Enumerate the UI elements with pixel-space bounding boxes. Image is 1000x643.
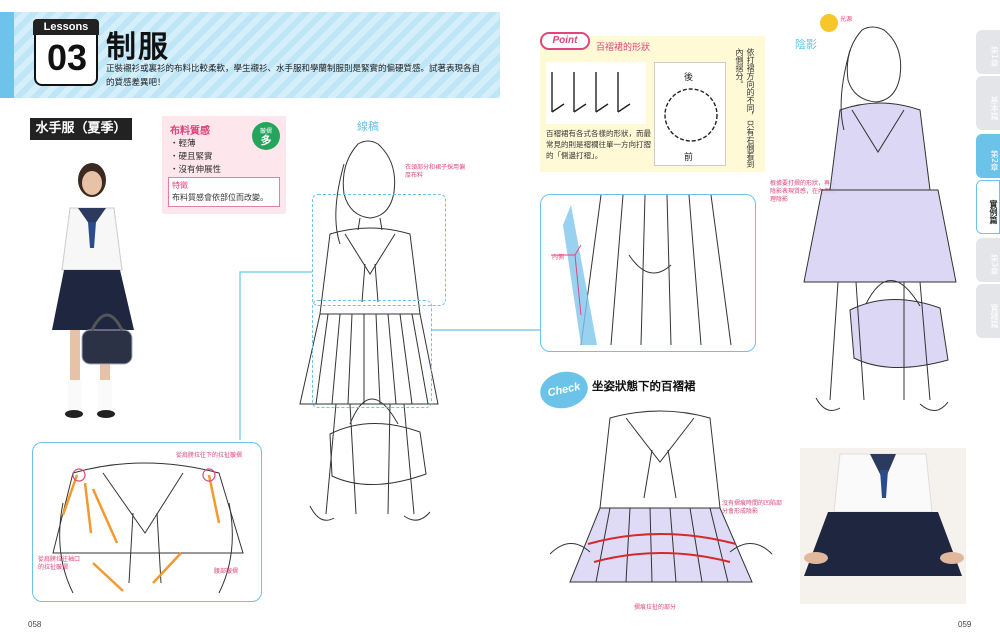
tab-examples[interactable]: 實例篇 (976, 180, 1000, 234)
student-photo (30, 150, 150, 428)
check-title: 坐姿狀態下的百褶裙 (592, 379, 696, 393)
feature-box (168, 177, 280, 207)
tab-basic[interactable]: 基本篇 (976, 76, 1000, 130)
light-source-icon (820, 14, 838, 32)
tab-practice[interactable]: 實踐篇 (976, 284, 1000, 338)
badge-top-text: 皺摺 (259, 128, 272, 135)
note-collar-pull: 從肩膀拉往袖口的拉扯皺摺 (38, 556, 81, 571)
texture-item: ・輕薄 (170, 139, 196, 149)
note-light-source: 光源 (840, 16, 853, 23)
texture-item: ・沒有伸展性 (170, 165, 222, 175)
texture-item: ・硬且緊實 (170, 152, 213, 162)
circle-back-label: 後 (684, 73, 694, 83)
intro-text: 正裝襯衫或裏衫的布料比較柔軟，學生襯衫、水手服和學蘭制服則是緊實的偏硬質感。試著… (106, 64, 481, 88)
note-shoulder-pull: 從肩膀拉往下的拉扯皺摺 (176, 452, 243, 459)
shaded-drawing (780, 20, 970, 440)
header-accent-bar (0, 12, 14, 98)
pleat-profile-diagram (546, 62, 646, 124)
tab-chapter-3[interactable]: 第3章 (976, 238, 1000, 282)
point-description: 百褶裙有各式各樣的形狀，而最常見的則是褶襉往單一方向打摺的「側邊打褶」。 (546, 129, 651, 160)
upper-body-highlight (312, 194, 446, 306)
point-tag: Point (540, 32, 590, 50)
lesson-number: 03 (46, 37, 88, 78)
note-inner-side: 內側 (552, 254, 565, 261)
circle-front-label: 前 (684, 153, 694, 163)
section-label: 水手服（夏季） (30, 118, 132, 140)
feature-title: 特徵 (172, 181, 188, 190)
lineart-label: 線稿 (357, 120, 379, 133)
feature-text: 布料質感會依部位而改變。 (172, 193, 268, 202)
badge-main-text: 多 (260, 134, 272, 147)
point-vertical-note: 依打褶方向的不同，只有右側看到內側摺分。 (735, 48, 755, 168)
pleat-circle-diagram (654, 62, 726, 166)
skirt-highlight (312, 300, 432, 408)
sitting-photo (800, 448, 966, 604)
note-sit-shadow: 沒有摺痕時間的凹陷部分會形成陰影 (722, 500, 783, 515)
wrinkle-badge: 皺摺 多 (252, 122, 280, 150)
lessons-label: Lessons (33, 19, 99, 35)
tab-chapter-1[interactable]: 第1章 (976, 30, 1000, 74)
note-shadow-pleat: 根據要打摺的形狀，再以陰影表現質感，在內側處理陰影 (770, 180, 837, 203)
page-title: 制服 (106, 30, 170, 65)
sitting-drawing (540, 404, 780, 614)
page-number-left: 058 (28, 620, 42, 629)
shadow-label: 陰影 (795, 38, 817, 51)
point-title: 百褶裙的形狀 (596, 43, 651, 53)
texture-title: 布料質感 (170, 126, 210, 137)
shoulder-detail-box (32, 442, 262, 602)
page-number-right: 059 (958, 620, 972, 629)
lineart-drawing (270, 134, 470, 544)
note-waist: 腰部皺摺 (214, 568, 239, 575)
pleat-detail-box (540, 194, 756, 352)
note-pleat-line: 摺痕拉扯的部分 (634, 604, 677, 611)
note-pleat-fabric: 衣領部分和裙子採用偏厚布料 (405, 164, 466, 179)
tab-chapter-2[interactable]: 第2章 (976, 134, 1000, 178)
